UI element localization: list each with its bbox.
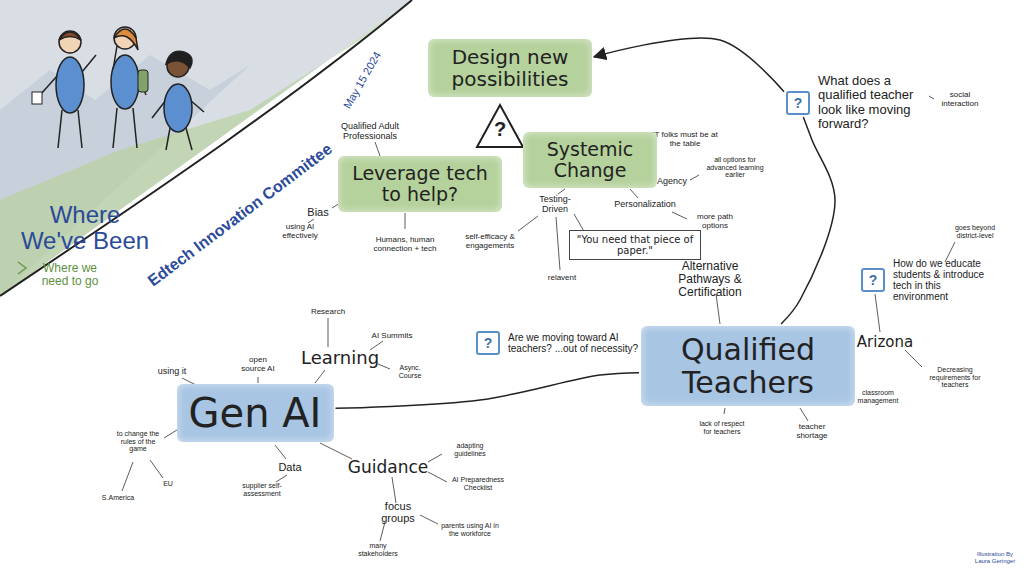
question-text: What does a qualified teacher look like …: [818, 74, 928, 131]
note-label: Where we need to go: [30, 262, 110, 288]
note-label: adapting guidelines: [443, 442, 498, 457]
connector: [781, 117, 835, 324]
note-label: Learning: [301, 348, 379, 368]
note-label: more path options: [688, 213, 743, 231]
idea-box: Leverage tech to help?: [338, 156, 502, 212]
note-label: goes beyond district-level: [945, 224, 1005, 239]
note-label: AI Preparedness Checklist: [448, 476, 508, 491]
node-text: Leverage tech to help?: [350, 163, 490, 205]
connector: [594, 38, 784, 92]
hikers: [32, 27, 204, 150]
topic-box: Gen AI: [177, 384, 334, 442]
note-label: using it: [158, 367, 187, 377]
note-label: many stakeholders: [353, 542, 403, 557]
note-label: AI Summits: [372, 332, 413, 341]
note-label: Bias: [307, 206, 328, 218]
question-bubble: ?Are we moving toward AI teachers? ...ou…: [476, 331, 500, 355]
node-text: ?: [478, 333, 498, 353]
note-label: all options for advanced learning earlie…: [700, 156, 770, 179]
note-label: parents using AI in the workforce: [440, 522, 500, 537]
note-label: Arizona: [857, 334, 913, 351]
leader-lines: [122, 96, 955, 541]
note-label: Qualified Adult Professionals: [330, 122, 410, 142]
hill-slope: [0, 0, 412, 296]
note-label: classroom management: [851, 389, 906, 404]
note-label: self-efficacy & engagements: [460, 233, 520, 251]
note-label: Data: [278, 461, 301, 473]
note-label: Guidance: [348, 458, 428, 477]
arrow-glyph: [18, 262, 26, 274]
node-text: ?: [475, 118, 525, 140]
sky-wash: [0, 0, 412, 296]
note-label: Testing-Driven: [530, 195, 580, 215]
note-label: S.America: [102, 494, 134, 502]
question-triangle: ?: [475, 103, 525, 149]
node-text: ?: [788, 93, 808, 113]
note-label: IT folks must be at the table: [650, 131, 720, 149]
note-label: open source AI: [238, 356, 278, 374]
note-label: Research: [311, 308, 345, 317]
question-text: How do we educate students & introduce t…: [893, 258, 998, 302]
node-text: "You need that piece of paper.": [575, 234, 695, 256]
note-label: Async. Course: [390, 364, 430, 379]
note-label: Where We've Been: [20, 202, 150, 255]
connector: [336, 373, 640, 409]
note-label: Decreasing requirements for teachers: [920, 366, 990, 389]
note-label: Alternative Pathways & Certification: [655, 260, 765, 300]
note-label: Humans, human connection + tech: [360, 236, 450, 254]
question-bubble: ?What does a qualified teacher look like…: [786, 91, 810, 115]
ridge-line: [0, 0, 412, 296]
note-label: social interaction: [935, 91, 985, 109]
node-text: Qualified Teachers: [653, 333, 843, 399]
node-text: ?: [863, 270, 883, 290]
question-bubble: ?How do we educate students & introduce …: [861, 268, 885, 292]
quote-box: "You need that piece of paper.": [569, 230, 701, 260]
note-label: May 15 2024: [341, 49, 383, 110]
note-label: focus groups: [378, 500, 418, 524]
idea-box: Systemic Change: [523, 132, 657, 188]
note-label: supplier self-assessment: [232, 482, 292, 497]
note-label: Illustration By Laura Geringer: [970, 551, 1020, 564]
node-text: Systemic Change: [535, 139, 645, 181]
note-label: using AI effectively: [270, 223, 330, 241]
note-label: EU: [163, 480, 173, 488]
note-label: Personalization: [614, 200, 676, 210]
note-label: teacher shortage: [787, 423, 837, 441]
idea-box: Design new possibilities: [428, 39, 592, 97]
note-label: relavent: [548, 274, 576, 283]
question-text: Are we moving toward AI teachers? ...out…: [508, 332, 643, 354]
node-text: Design new possibilities: [440, 46, 580, 90]
note-label: to change the rules of the game: [113, 430, 163, 453]
node-text: Gen AI: [189, 391, 322, 435]
note-label: lack of respect for teachers: [695, 420, 750, 435]
note-label: Agency: [657, 177, 687, 187]
topic-box: Qualified Teachers: [641, 326, 855, 406]
